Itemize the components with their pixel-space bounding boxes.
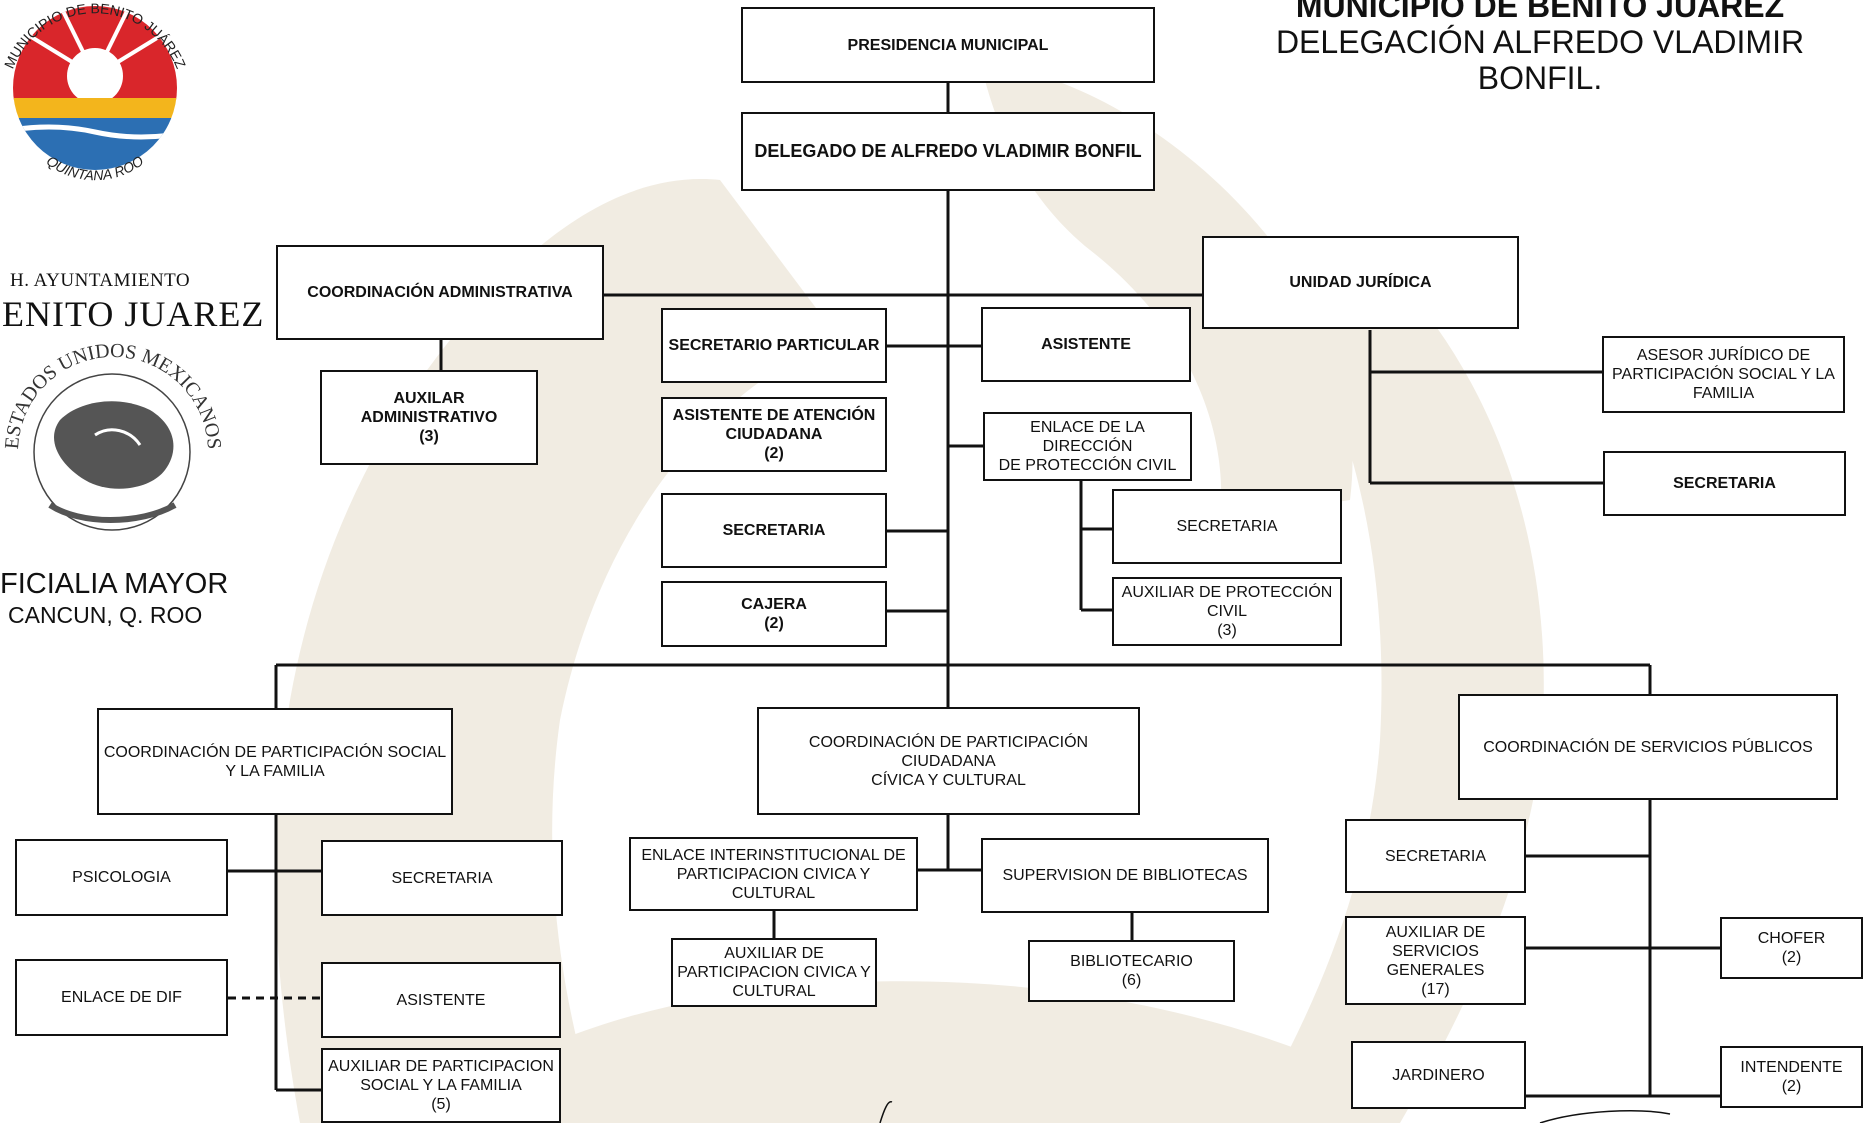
box-asesor-juridico: ASESOR JURÍDICO DE PARTICIPACIÓN SOCIAL …	[1602, 336, 1845, 413]
bottom-signature-stroke	[879, 1101, 893, 1123]
box-auxiliar-participacion-civica: AUXILIAR DE PARTICIPACION CIVICA Y CULTU…	[671, 938, 877, 1007]
box-auxiliar-servicios-generales: AUXILIAR DE SERVICIOS GENERALES(17)	[1345, 916, 1526, 1005]
box-enlace-interinstitucional: ENLACE INTERINSTITUCIONAL DE PARTICIPACI…	[629, 837, 918, 911]
box-auxiliar-participacion-social: AUXILIAR DE PARTICIPACION SOCIAL Y LA FA…	[321, 1048, 561, 1123]
box-supervision-bibliotecas: SUPERVISION DE BIBLIOTECAS	[981, 838, 1269, 913]
box-coordinacion-participacion-social: COORDINACIÓN DE PARTICIPACIÓN SOCIAL Y L…	[97, 708, 453, 815]
box-unidad-juridica: UNIDAD JURÍDICA	[1202, 236, 1519, 329]
box-secretaria-juridica: SECRETARIA	[1603, 451, 1846, 516]
oficialia-label: FICIALIA MAYOR	[0, 568, 229, 600]
municipal-seal-logo: MUNICIPIO DE BENITO JUÁREZ QUINTANA ROO	[1, 0, 189, 183]
city-label: CANCUN, Q. ROO	[8, 602, 203, 628]
box-asistente-atencion-ciudadana: ASISTENTE DE ATENCIÓN CIUDADANA(2)	[661, 397, 887, 472]
mexico-eagle-seal: ESTADOS UNIDOS MEXICANOS	[1, 340, 225, 531]
box-delegado: DELEGADO DE ALFREDO VLADIMIR BONFIL	[741, 112, 1155, 191]
connector-ciudadana-branch	[772, 815, 1134, 940]
connector-lower-bus	[274, 663, 1652, 708]
box-secretario-particular: SECRETARIO PARTICULAR	[661, 308, 887, 383]
box-psicologia: PSICOLOGIA	[15, 839, 228, 916]
box-coordinacion-administrativa: COORDINACIÓN ADMINISTRATIVA	[276, 245, 604, 340]
box-cajera: CAJERA(2)	[661, 581, 887, 647]
ayuntamiento-name: ENITO JUAREZ	[2, 294, 265, 334]
page-subtitle: DELEGACIÓN ALFREDO VLADIMIR BONFIL.	[1275, 24, 1805, 96]
box-bibliotecario: BIBLIOTECARIO(6)	[1028, 940, 1235, 1002]
box-enlace-proteccion-civil: ENLACE DE LA DIRECCIÓN DE PROTECCIÓN CIV…	[983, 412, 1192, 481]
box-secretaria-servicios: SECRETARIA	[1345, 819, 1526, 893]
box-secretaria-social: SECRETARIA	[321, 840, 563, 916]
box-secretaria-proteccion-civil: SECRETARIA	[1112, 489, 1342, 564]
box-secretaria-delegacion: SECRETARIA	[661, 493, 887, 568]
box-asistente-social: ASISTENTE	[321, 962, 561, 1038]
box-enlace-dif: ENLACE DE DIF	[15, 959, 228, 1036]
box-intendente: INTENDENTE(2)	[1720, 1046, 1863, 1108]
box-asistente-delegado: ASISTENTE	[981, 307, 1191, 382]
connector-juridica-branch	[1368, 330, 1603, 485]
bottom-signature-stroke-2	[1539, 1110, 1671, 1123]
ayuntamiento-label: H. AYUNTAMIENTO	[10, 270, 191, 291]
box-coordinacion-participacion-ciudadana: COORDINACIÓN DE PARTICIPACIÓN CIUDADANA …	[757, 707, 1140, 815]
box-coordinacion-servicios-publicos: COORDINACIÓN DE SERVICIOS PÚBLICOS	[1458, 694, 1838, 800]
box-presidencia-municipal: PRESIDENCIA MUNICIPAL	[741, 7, 1155, 83]
header-title-block: MUNICIPIO DE BENITO JUÁREZ DELEGACIÓN AL…	[1230, 0, 1850, 96]
connector-enlace-pc-branch	[1079, 481, 1112, 612]
box-jardinero: JARDINERO	[1351, 1041, 1526, 1109]
connector-social-branch	[228, 815, 321, 1092]
page-title: MUNICIPIO DE BENITO JUÁREZ	[1295, 0, 1785, 24]
box-auxiliar-proteccion-civil: AUXILIAR DE PROTECCIÓN CIVIL(3)	[1112, 577, 1342, 646]
box-auxiliar-administrativo: AUXILAR ADMINISTRATIVO(3)	[320, 370, 538, 465]
connector-servicios-branch	[1526, 800, 1720, 1098]
box-chofer: CHOFER(2)	[1720, 917, 1863, 979]
